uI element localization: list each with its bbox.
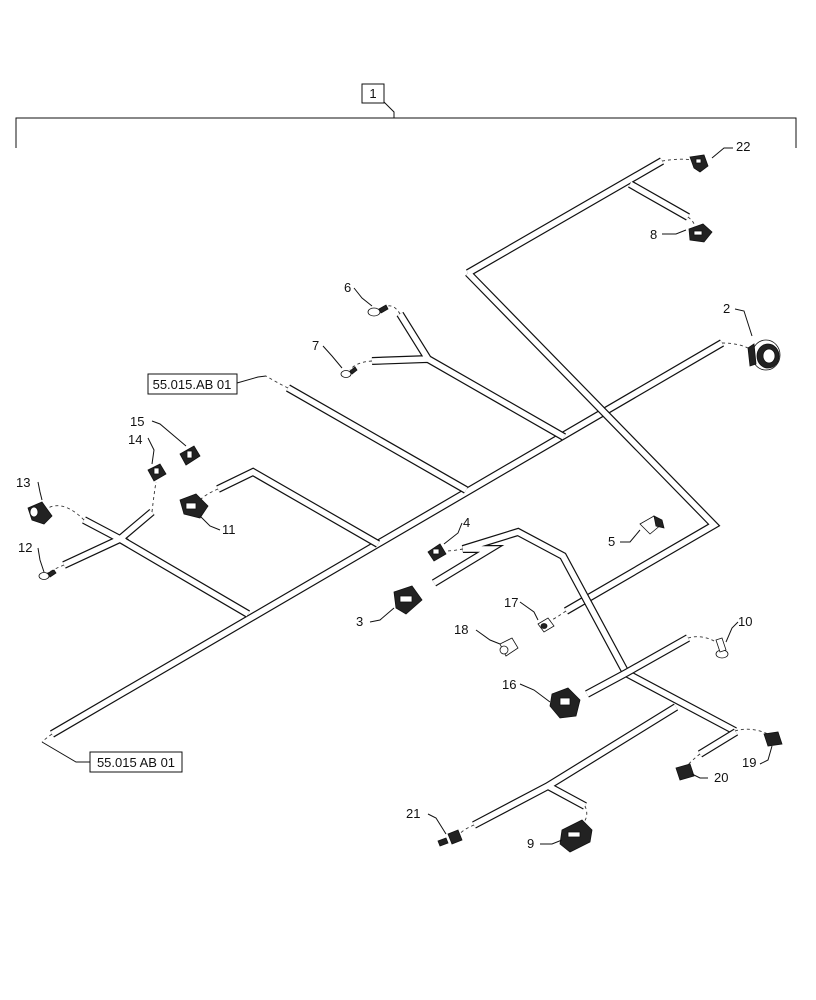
callout-6: 6 [344,280,351,295]
callout-3: 3 [356,614,363,629]
connector-16 [549,687,581,719]
callout-22: 22 [736,139,750,154]
connector-20 [675,763,695,781]
connector-13 [27,501,53,525]
callout-18: 18 [454,622,468,637]
callout-5: 5 [608,534,615,549]
connector-4 [427,543,447,562]
callout-1: 1 [369,86,376,101]
callout-21: 21 [406,806,420,821]
connector-15 [179,445,201,466]
connector-21 [437,829,463,847]
callout-11: 11 [222,522,236,537]
dashed-leads [41,158,771,837]
ring-terminal-10 [715,637,729,659]
reference-lower[interactable]: 55.015 AB 01 [41,741,183,773]
connector-17 [537,617,555,633]
connector-14 [147,463,167,482]
callout-4: 4 [463,515,470,530]
callout-17: 17 [504,595,518,610]
callout-13: 13 [16,475,30,490]
callout-leaders [37,147,773,845]
callout-10: 10 [738,614,752,629]
connector-22 [689,154,709,173]
callout-16: 16 [502,677,516,692]
ring-terminal-6 [367,304,389,317]
connector-3 [393,585,423,615]
ring-terminal-12 [38,569,57,580]
callout-2: 2 [723,301,730,316]
reference-upper[interactable]: 55.015.AB 01 [147,373,267,395]
callout-12: 12 [18,540,32,555]
callout-numbers: 22 8 2 6 7 15 14 13 11 12 4 5 3 17 18 10… [16,139,756,851]
ring-terminal-7 [340,366,358,378]
reference-lower-label: 55.015 AB 01 [97,755,175,770]
connector-8 [688,223,713,243]
callout-9: 9 [527,836,534,851]
connector-18 [499,637,519,657]
connector-11 [179,493,209,519]
callout-20: 20 [714,770,728,785]
assembly-bracket: 1 [15,83,797,148]
callout-7: 7 [312,338,319,353]
connector-2-round [747,339,781,371]
connector-9 [559,819,593,853]
callout-19: 19 [742,755,756,770]
callout-8: 8 [650,227,657,242]
callout-14: 14 [128,432,142,447]
connector-19 [763,731,783,747]
connector-5 [639,515,665,535]
reference-upper-label: 55.015.AB 01 [153,377,232,392]
callout-15: 15 [130,414,144,429]
harness-wires [49,157,739,829]
